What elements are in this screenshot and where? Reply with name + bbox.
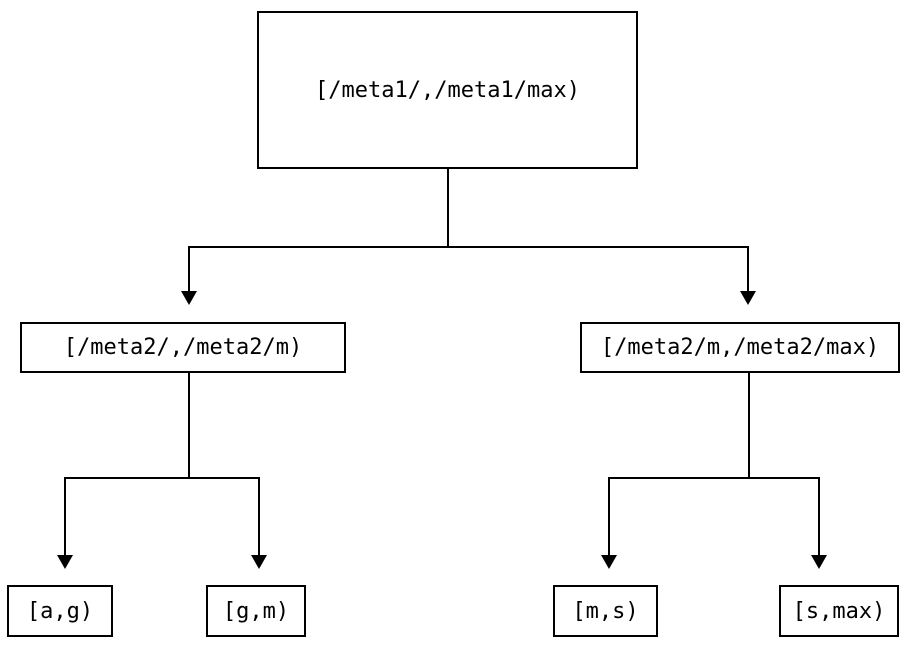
edge-root-to-mid-left-drop	[188, 246, 190, 303]
tree-node-leaf-1[interactable]: [a,g)	[7, 585, 113, 637]
edge-mid-left-to-leaf2-drop	[258, 477, 260, 567]
edge-mid-left-bus	[64, 477, 260, 479]
tree-node-leaf-3[interactable]: [m,s)	[553, 585, 658, 637]
arrowhead-mid-left-to-leaf2	[251, 555, 267, 569]
arrowhead-root-to-mid-left	[181, 291, 197, 305]
arrowhead-mid-right-to-leaf3	[601, 555, 617, 569]
edge-root-bus	[188, 246, 749, 248]
tree-node-mid-right-label: [/meta2/m,/meta2/max)	[600, 335, 880, 360]
edge-mid-right-stem	[748, 373, 750, 478]
tree-node-root[interactable]: [/meta1/,/meta1/max)	[257, 11, 638, 169]
arrowhead-mid-left-to-leaf1	[57, 555, 73, 569]
edge-mid-left-stem	[188, 373, 190, 478]
tree-node-leaf-4-label: [s,max)	[792, 598, 886, 624]
tree-node-mid-right[interactable]: [/meta2/m,/meta2/max)	[580, 322, 900, 373]
tree-node-leaf-1-label: [a,g)	[26, 598, 94, 624]
arrowhead-root-to-mid-right	[740, 291, 756, 305]
tree-node-leaf-4[interactable]: [s,max)	[779, 585, 899, 637]
tree-node-leaf-2-label: [g,m)	[222, 598, 290, 624]
tree-node-mid-left-label: [/meta2/,/meta2/m)	[63, 335, 303, 360]
tree-node-root-label: [/meta1/,/meta1/max)	[315, 77, 580, 103]
tree-node-leaf-2[interactable]: [g,m)	[206, 585, 306, 637]
edge-mid-left-to-leaf1-drop	[64, 477, 66, 567]
edge-root-to-mid-right-drop	[747, 246, 749, 303]
edge-mid-right-to-leaf3-drop	[608, 477, 610, 567]
arrowhead-mid-right-to-leaf4	[811, 555, 827, 569]
tree-node-leaf-3-label: [m,s)	[572, 598, 639, 624]
edge-mid-right-bus	[608, 477, 820, 479]
tree-node-mid-left[interactable]: [/meta2/,/meta2/m)	[20, 322, 346, 373]
edge-mid-right-to-leaf4-drop	[818, 477, 820, 567]
edge-root-stem	[447, 169, 449, 247]
